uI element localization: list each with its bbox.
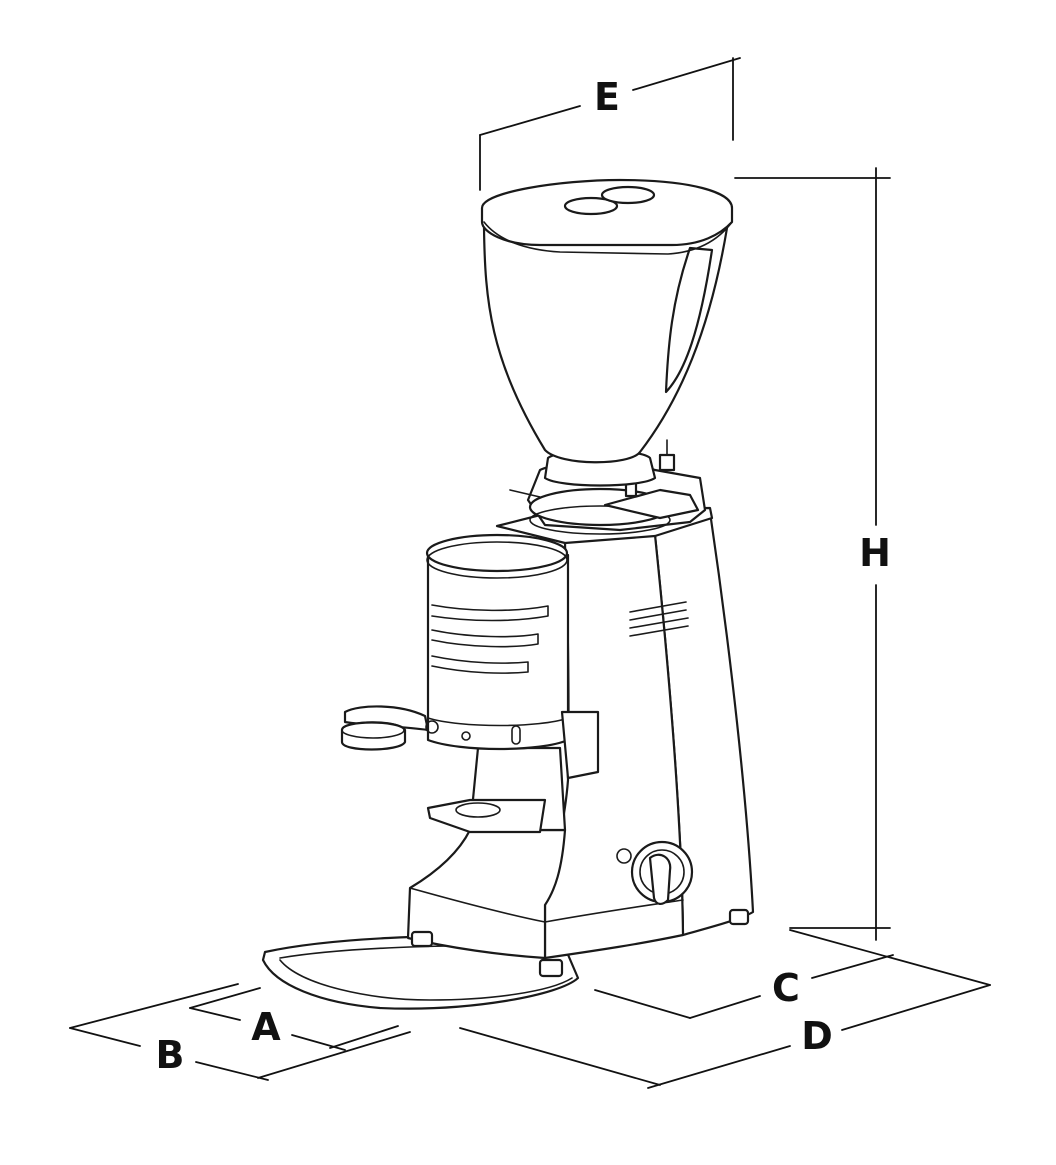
dimension-label-c: C bbox=[772, 966, 800, 1010]
dimension-label-h: H bbox=[859, 531, 891, 575]
doser bbox=[340, 533, 600, 834]
dimension-lines bbox=[69, 57, 991, 1089]
dimension-label-a: A bbox=[251, 1005, 281, 1049]
dimension-label-e: E bbox=[594, 75, 620, 119]
dimension-label-b: B bbox=[156, 1033, 185, 1077]
bean-hopper bbox=[480, 178, 734, 464]
dimension-label-d: D bbox=[801, 1014, 833, 1058]
